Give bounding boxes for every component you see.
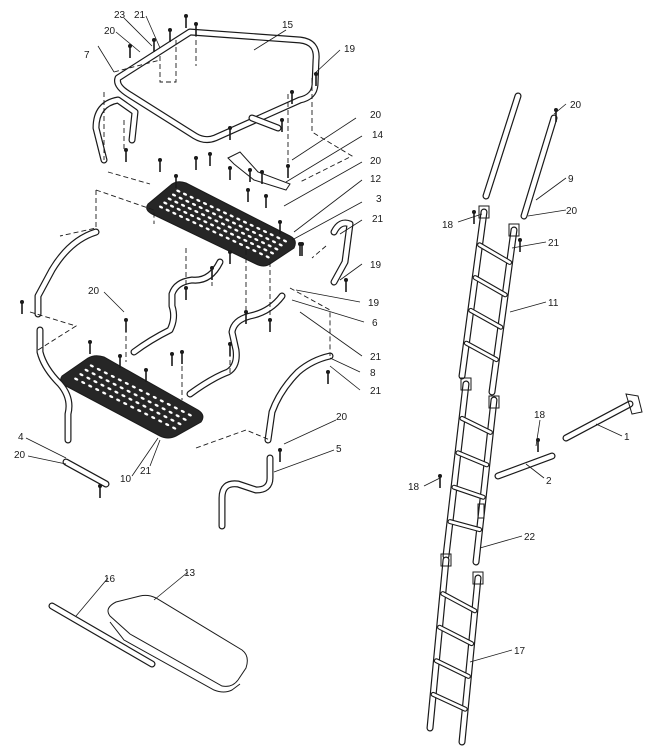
callout-21: 21 <box>134 10 146 21</box>
callout-19: 19 <box>368 298 380 309</box>
leader-lines <box>25 15 623 663</box>
callout-21: 21 <box>372 214 384 225</box>
callout-11: 11 <box>548 298 559 309</box>
callout-20: 20 <box>570 100 582 111</box>
callout-21: 21 <box>140 466 152 477</box>
lower-platform-mesh-pattern <box>74 364 192 430</box>
stabilizer-bar-right-9 <box>520 114 558 220</box>
ladder-assembly <box>426 92 643 746</box>
callout-10: 10 <box>120 474 132 485</box>
callout-21: 21 <box>370 386 382 397</box>
callout-20: 20 <box>336 412 348 423</box>
callout-7: 7 <box>84 50 90 61</box>
callout-20: 20 <box>566 206 578 217</box>
part-callouts: 15 23 21 20 7 19 20 14 20 12 3 21 19 19 … <box>14 10 630 657</box>
callout-1: 1 <box>624 432 630 443</box>
callout-14: 14 <box>372 130 384 141</box>
seat-cushion <box>107 594 248 693</box>
seat-rail-frame <box>114 28 320 144</box>
support-leg-1 <box>562 393 643 442</box>
callout-20: 20 <box>14 450 26 461</box>
ladder-section-11 <box>458 208 518 396</box>
callout-20: 20 <box>370 110 382 121</box>
upper-platform-mesh-pattern <box>158 189 288 259</box>
seat-tube <box>48 602 156 668</box>
callout-16: 16 <box>104 574 116 585</box>
callout-8: 8 <box>370 368 376 379</box>
leg-tubes <box>34 228 334 530</box>
ladder-section-17 <box>426 556 482 746</box>
callout-23: 23 <box>114 10 126 21</box>
callout-2: 2 <box>546 476 552 487</box>
ladder-section-22 <box>442 380 498 566</box>
callout-3: 3 <box>376 194 382 205</box>
brace-2 <box>494 452 556 480</box>
callout-21: 21 <box>370 352 382 363</box>
callout-18: 18 <box>534 410 546 421</box>
callout-20: 20 <box>104 26 116 37</box>
callout-18: 18 <box>408 482 420 493</box>
bracket-14 <box>227 151 291 191</box>
stabilizer-bar-left <box>482 92 522 200</box>
callout-20: 20 <box>88 286 100 297</box>
pin-bar <box>248 114 282 132</box>
callout-4: 4 <box>18 432 24 443</box>
callout-15: 15 <box>282 20 294 31</box>
callout-13: 13 <box>184 568 196 579</box>
bolts <box>20 14 558 498</box>
left-side-rail <box>92 96 139 164</box>
callout-5: 5 <box>336 444 342 455</box>
callout-12: 12 <box>370 174 382 185</box>
callout-20: 20 <box>370 156 382 167</box>
callout-19: 19 <box>344 44 356 55</box>
upper-platform <box>146 181 296 267</box>
callout-6: 6 <box>372 318 378 329</box>
callout-21: 21 <box>548 238 560 249</box>
callout-18: 18 <box>442 220 454 231</box>
right-arm-rail <box>330 219 354 286</box>
callout-22: 22 <box>524 532 536 543</box>
callout-17: 17 <box>514 646 526 657</box>
callout-9: 9 <box>568 174 574 185</box>
callout-19: 19 <box>370 260 382 271</box>
